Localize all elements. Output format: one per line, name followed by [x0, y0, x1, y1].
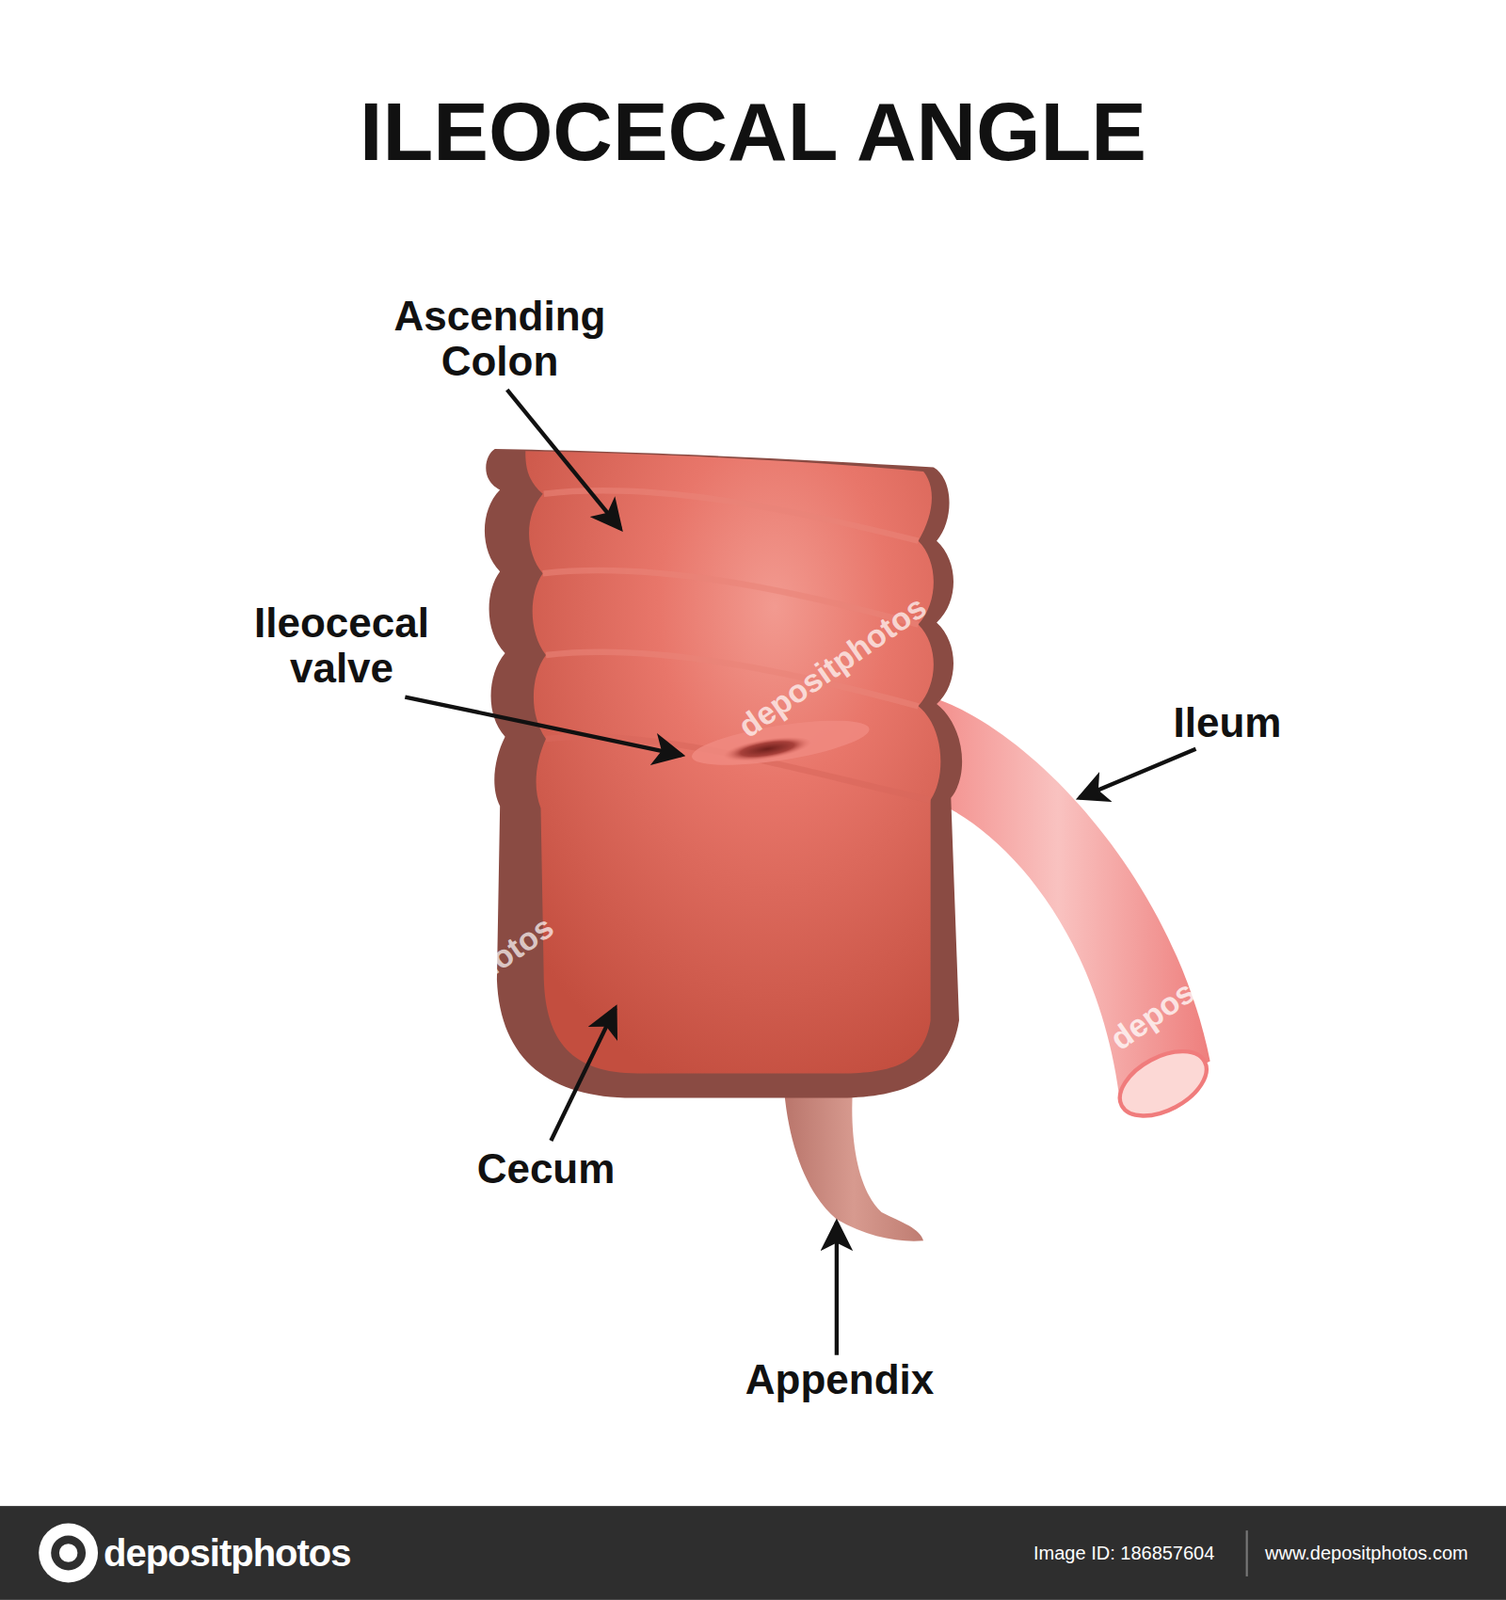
leader-arrow — [550, 1008, 615, 1141]
valve-opening — [720, 732, 814, 767]
haustral-fold — [544, 490, 919, 541]
footer-text: Image ID: 186857604 — [1033, 1543, 1215, 1563]
haustral-fold — [543, 570, 919, 625]
part-label: Ileocecal valve — [214, 600, 469, 690]
footer-text: www.depositphotos.com — [1265, 1543, 1469, 1563]
footer-bar — [0, 1506, 1506, 1600]
leader-arrow — [507, 389, 621, 529]
part-label: Ileum — [1133, 700, 1322, 746]
part-label: Cecum — [442, 1146, 650, 1192]
part-label: Appendix — [717, 1357, 962, 1403]
leader-arrow — [1079, 749, 1197, 799]
footer-separator — [1246, 1530, 1249, 1577]
logo-circle — [38, 1523, 98, 1584]
footer-logo-text: depositphotos — [103, 1534, 352, 1572]
ileum-tube — [933, 698, 1211, 1105]
colon-lumen — [525, 450, 941, 1074]
leader-arrow — [404, 697, 682, 756]
leader-arrow — [834, 1222, 839, 1356]
appendix-shape — [784, 1083, 925, 1241]
part-label: Ascending Colon — [363, 293, 637, 384]
diagram-title: ILEOCECAL ANGLE — [359, 90, 1147, 174]
logo-dot — [59, 1543, 79, 1563]
colon-wall — [484, 448, 962, 1098]
logo-ring — [50, 1536, 86, 1571]
